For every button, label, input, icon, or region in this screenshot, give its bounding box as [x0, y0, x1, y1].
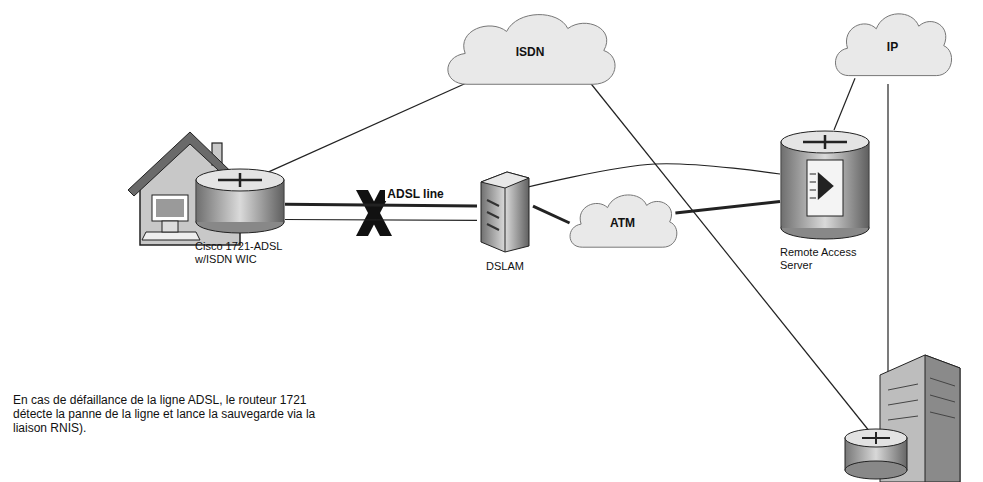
link-line	[285, 219, 477, 221]
isdn-cloud: ISDN	[440, 8, 620, 96]
router-icon	[195, 168, 285, 234]
dslam-icon	[477, 170, 533, 254]
adsl-router: Cisco 1721-ADSL w/ISDN WIC	[195, 168, 295, 266]
cloud-label: ATM	[610, 216, 635, 230]
note-text: En cas de défaillance de la ligne ADSL, …	[13, 393, 343, 435]
router-icon	[845, 429, 907, 479]
link-line	[522, 164, 780, 189]
link-line	[285, 204, 477, 206]
link-line	[263, 83, 468, 175]
ras-icon	[780, 130, 870, 240]
device-label: Remote Access Server	[780, 246, 880, 272]
device-label: DSLAM	[474, 260, 536, 273]
access-server: Remote Access Server	[780, 130, 880, 272]
link-line	[533, 206, 570, 223]
link-line	[834, 78, 855, 130]
device-label: Cisco 1721-ADSL w/ISDN WIC	[195, 240, 295, 266]
line-label: ADSL line	[385, 187, 445, 201]
link-line	[675, 202, 780, 214]
atm-cloud: ATM	[565, 190, 680, 256]
cloud-label: IP	[887, 40, 898, 54]
ip-cloud: IP	[830, 8, 955, 86]
cloud-label: ISDN	[516, 45, 545, 59]
dslam-unit: DSLAM	[474, 170, 536, 273]
